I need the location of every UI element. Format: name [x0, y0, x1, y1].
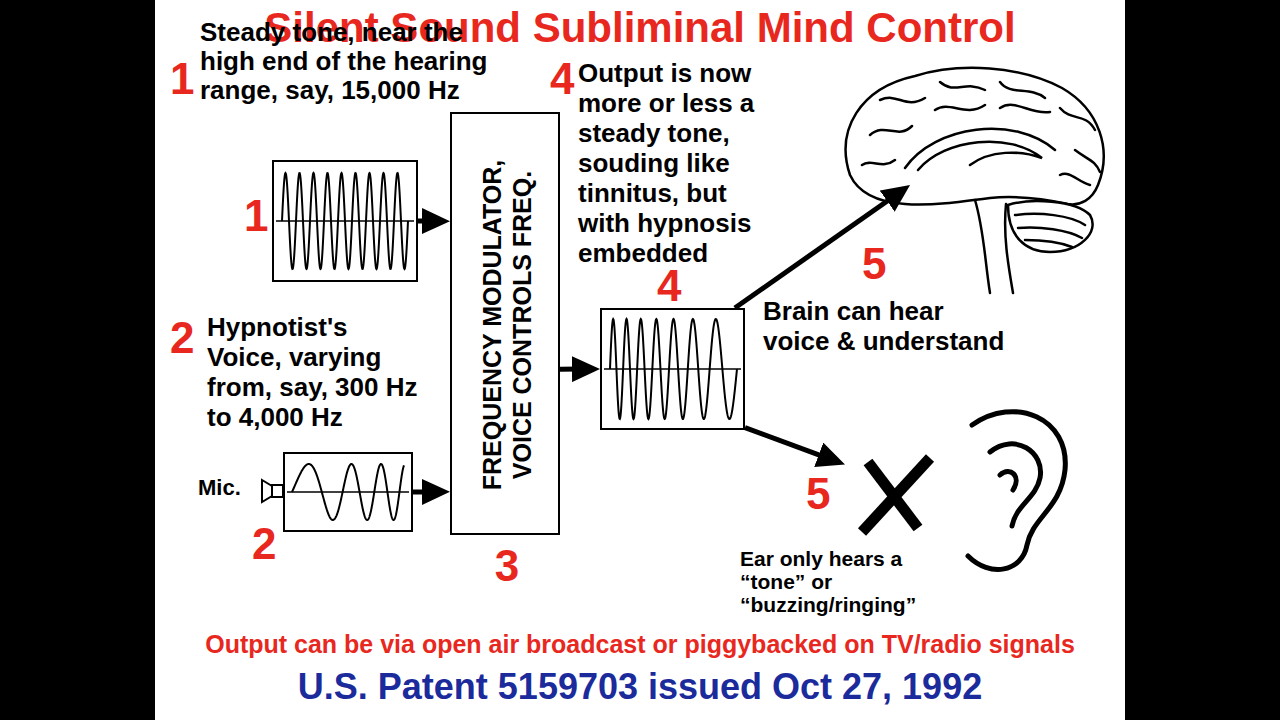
brain-gyri [862, 82, 1100, 185]
callout-number: 3 [452, 544, 562, 588]
waveform [292, 464, 404, 520]
signal-box: 2 [283, 452, 413, 532]
brain-target: 5Brain can hear voice & understand [835, 68, 1110, 293]
caption: Output can be via open air broadcast or … [155, 628, 1125, 660]
arrow-connector [413, 489, 430, 494]
mic-label: Mic. [198, 477, 241, 499]
signal-box: 1 [272, 160, 418, 282]
waveform [282, 173, 408, 269]
arrow-connector [735, 196, 894, 308]
ear-canal [1000, 472, 1016, 490]
corpus-callosum [905, 129, 1055, 170]
step-note: Hypnotist's Voice, varying from, say, 30… [207, 312, 426, 432]
cerebrum-outline [846, 68, 1104, 205]
brain-caption: Brain can hear voice & understand [763, 296, 1012, 356]
signal-box: 4 [600, 308, 745, 430]
patent-line: U.S. Patent 5159703 issued Oct 27, 1992 [155, 666, 1125, 708]
callout-number: 2 [252, 522, 276, 566]
callout-number: 2 [170, 316, 194, 360]
mic-symbol [272, 485, 283, 497]
white-panel [155, 0, 1125, 720]
mic-symbol [262, 480, 272, 502]
step-note: Output is now more or less a steady tone… [578, 58, 773, 268]
cerebellum-folds [1015, 214, 1085, 247]
callout-number: 1 [244, 194, 268, 238]
arrow-connector [560, 367, 580, 372]
wave-axis [604, 368, 741, 370]
ear-outline [968, 412, 1065, 570]
callout-number: 1 [170, 57, 194, 101]
ear-inner [990, 444, 1041, 526]
ear-caption: Ear only hears a “tone” or “buzzing/ring… [740, 547, 955, 616]
callout-number: 4 [657, 264, 681, 308]
modulator-text: FREQUENCY MODULATOR, VOICE CONTROLS FREQ… [477, 123, 537, 528]
brainstem [975, 200, 1013, 293]
callout-number: 5 [806, 472, 830, 516]
ear-target: 5Ear only hears a “tone” or “buzzing/rin… [845, 400, 1065, 550]
arrow-connector [418, 219, 430, 224]
cross-mark [862, 458, 930, 532]
ear-figure [968, 412, 1065, 570]
mic-symbol [262, 480, 283, 502]
wave-axis [287, 491, 409, 493]
step-note: Steady tone, near the high end of the he… [200, 18, 505, 105]
cerebellum [1008, 201, 1093, 252]
brain-figure [846, 68, 1104, 293]
waveform [610, 319, 737, 419]
modulator-box: FREQUENCY MODULATOR, VOICE CONTROLS FREQ… [450, 112, 560, 535]
callout-number: 5 [862, 242, 886, 286]
cross-mark [862, 458, 930, 532]
arrow-connector [745, 428, 826, 458]
callout-number: 4 [550, 57, 574, 101]
